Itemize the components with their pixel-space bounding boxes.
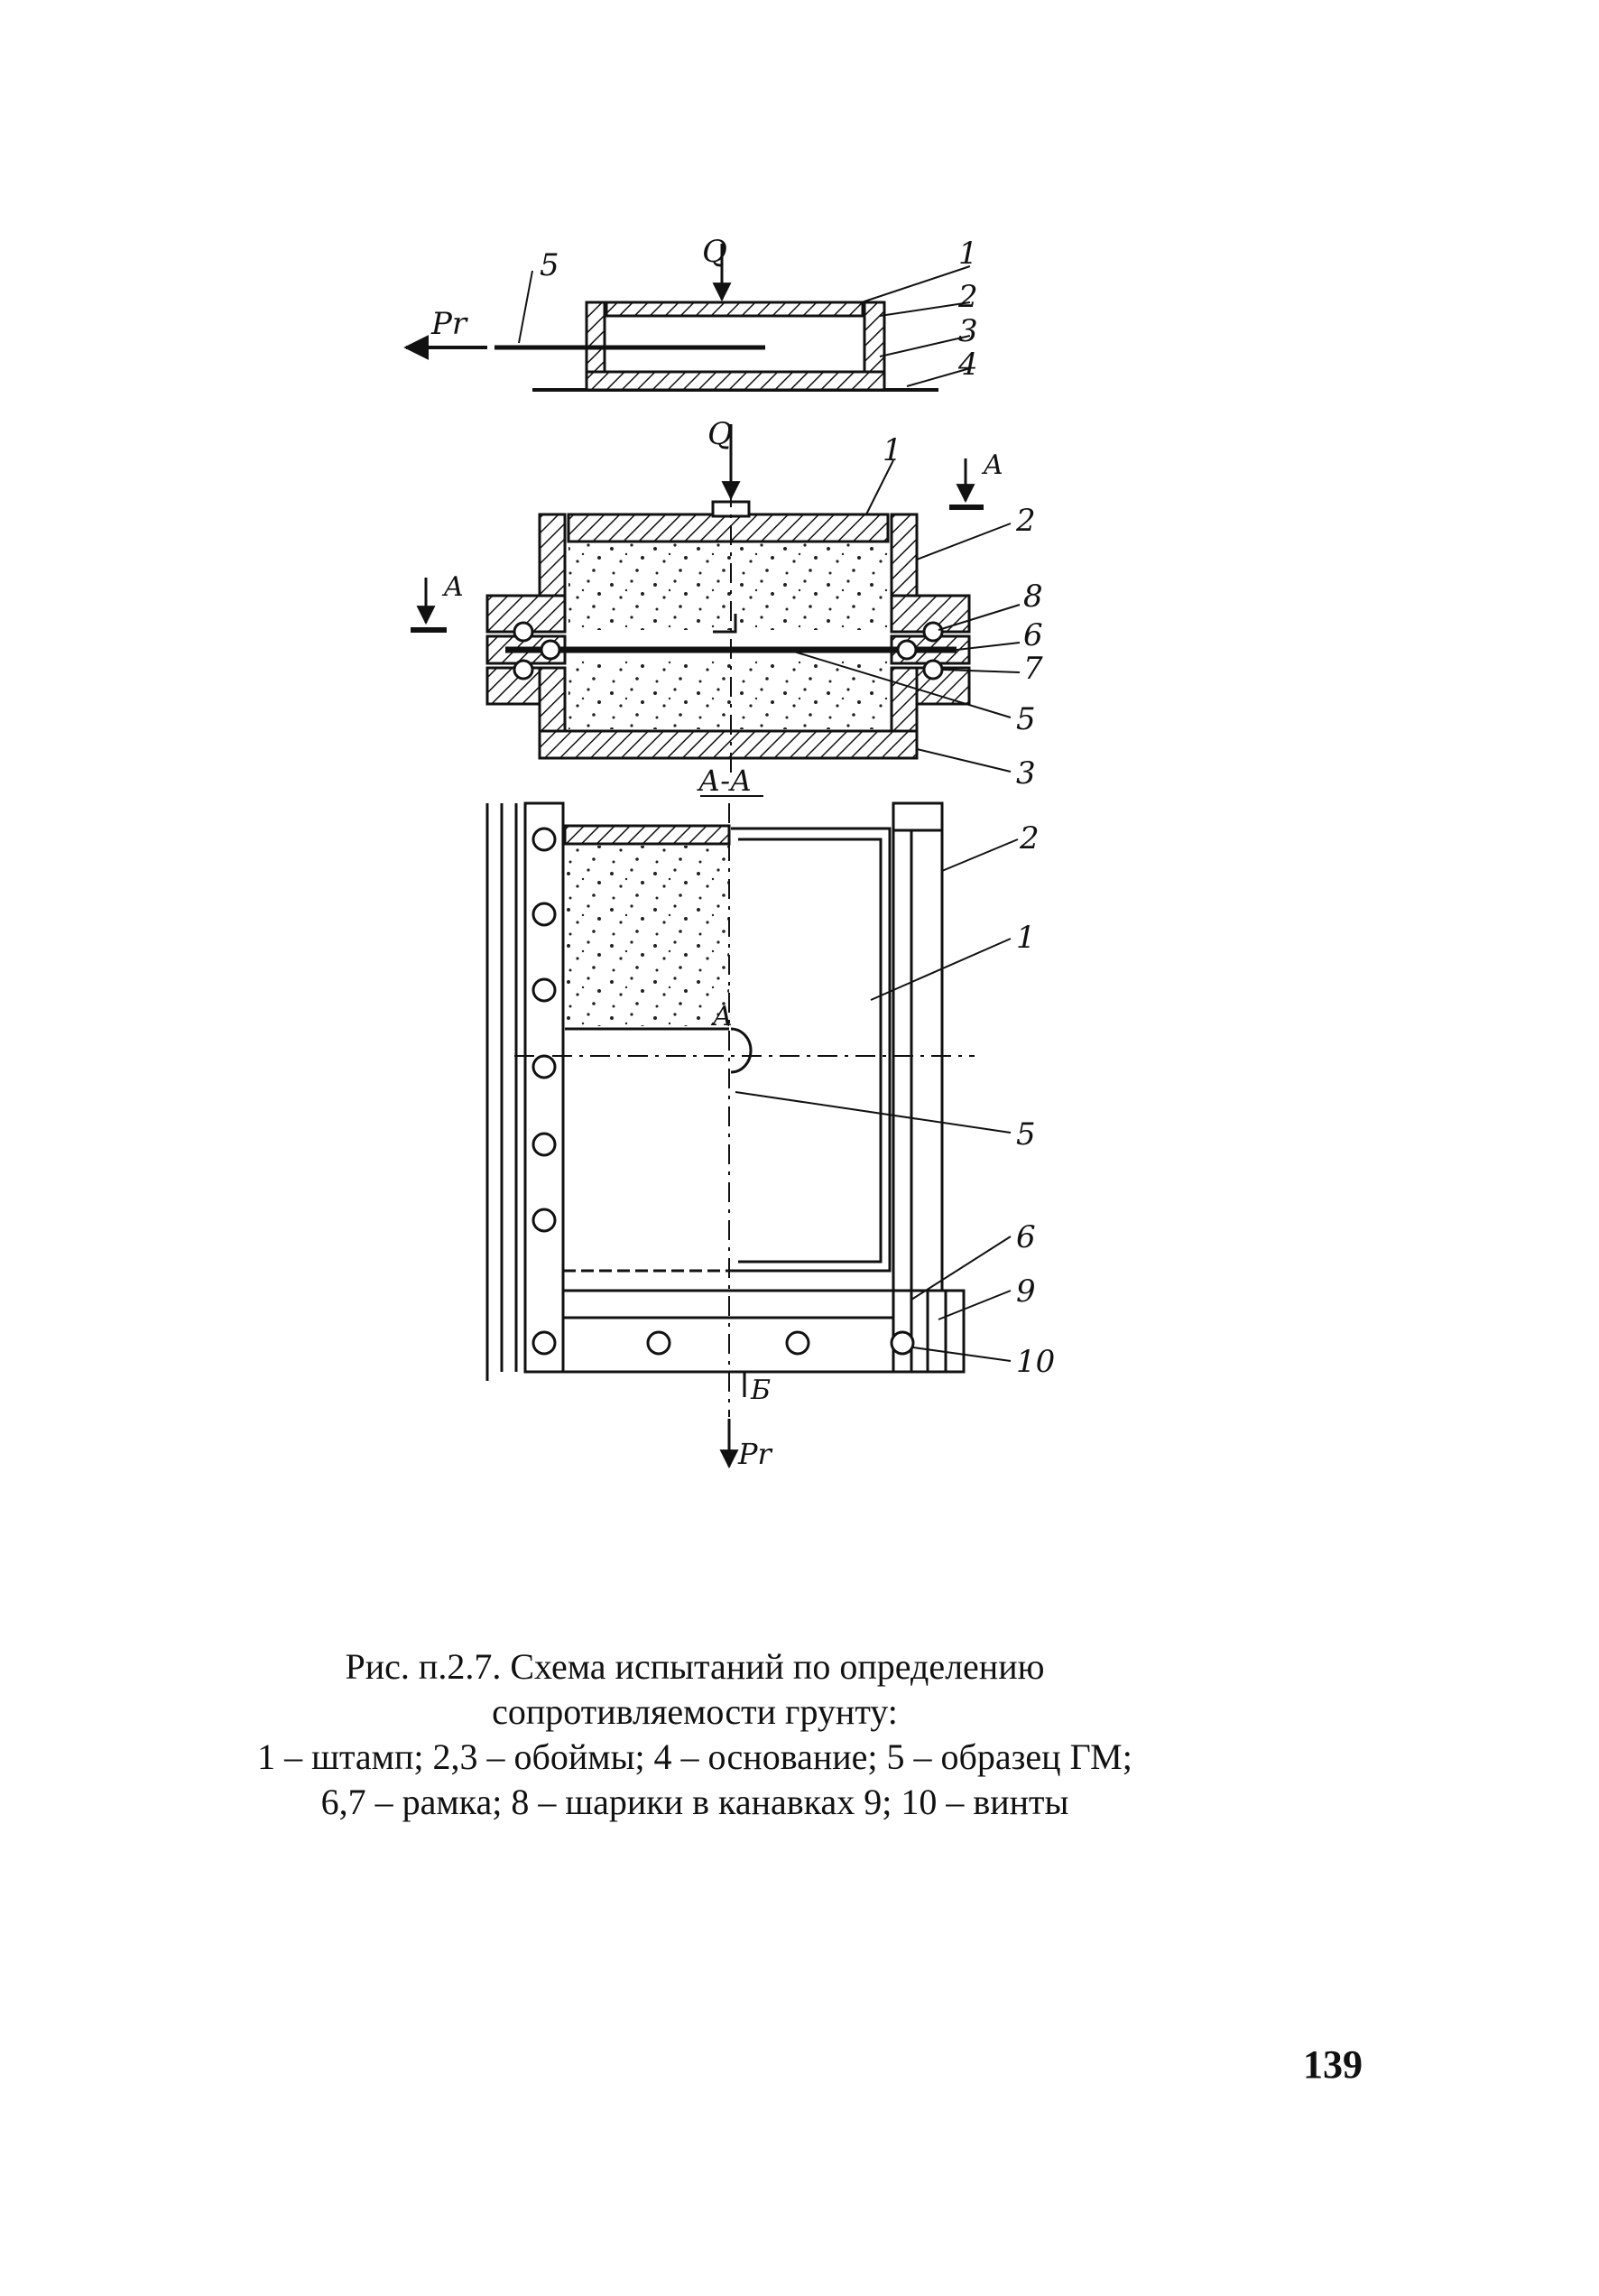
- top-box-bottom: [585, 370, 886, 392]
- lower-soil: [568, 659, 888, 729]
- plan-callout-2: 2: [1019, 820, 1040, 856]
- top-callout-1: 1: [958, 236, 978, 272]
- top-load-label: Q: [702, 234, 727, 270]
- top-view-labels: Q Pr 5 1 2 3 4: [430, 234, 978, 383]
- section-mark-right: A: [981, 449, 1003, 481]
- section-mark-left: A: [441, 571, 464, 603]
- top-view-diagram: [403, 244, 971, 392]
- plan-view-diagram: [485, 795, 1019, 1469]
- section-view-labels: Q A A 1 2 8 6 7 5 3: [441, 416, 1043, 792]
- plan-bottom-mark: Б: [750, 1375, 771, 1406]
- section-view-diagram: [411, 424, 1021, 776]
- caption-line-2: сопротивляемости грунту:: [492, 1691, 898, 1732]
- top-callout-2: 2: [957, 279, 978, 315]
- plan-section-title: А-А: [697, 764, 752, 798]
- section-callout-6: 6: [1023, 617, 1043, 653]
- plan-view-labels: А-А A Б Pr 2 1 5 6 9 10: [697, 764, 1055, 1471]
- section-callout-3: 3: [1016, 755, 1036, 792]
- section-callout-2: 2: [1015, 503, 1036, 539]
- plan-callout-5: 5: [1016, 1116, 1036, 1153]
- plan-soil: [565, 846, 729, 1026]
- top-stamp: [605, 301, 864, 318]
- section-load-label: Q: [707, 416, 733, 452]
- section-callout-7: 7: [1023, 651, 1043, 687]
- page-number: 139: [1303, 2042, 1363, 2087]
- caption-line-1: Рис. п.2.7. Схема испытаний по определен…: [345, 1646, 1045, 1687]
- plan-right-rail: [892, 801, 944, 1374]
- top-force-label: Pr: [430, 306, 468, 342]
- section-stamp: [567, 513, 890, 543]
- plan-left-rail: [523, 801, 565, 1374]
- plan-callout-9: 9: [1016, 1273, 1036, 1310]
- top-callout-5: 5: [540, 247, 559, 283]
- section-callout-5: 5: [1016, 701, 1036, 737]
- top-callout-4: 4: [957, 347, 978, 383]
- section-callout-8: 8: [1023, 579, 1043, 615]
- plan-callout-1: 1: [1016, 920, 1036, 956]
- section-callout-1: 1: [883, 432, 902, 468]
- plan-callout-6: 6: [1016, 1219, 1036, 1255]
- figure-caption: Рис. п.2.7. Схема испытаний по определен…: [135, 1644, 1254, 1825]
- plan-callout-10: 10: [1016, 1344, 1055, 1380]
- caption-line-4: 6,7 – рамка; 8 – шарики в канавках 9; 10…: [320, 1782, 1069, 1822]
- caption-line-3: 1 – штамп; 2,3 – обоймы; 4 – основание; …: [257, 1736, 1132, 1777]
- plan-corner-mark: A: [710, 1001, 733, 1032]
- upper-soil: [568, 543, 888, 630]
- top-callout-3: 3: [958, 313, 978, 349]
- plan-force-label: Pr: [737, 1437, 773, 1471]
- section-lower-box-bottom: [538, 729, 919, 760]
